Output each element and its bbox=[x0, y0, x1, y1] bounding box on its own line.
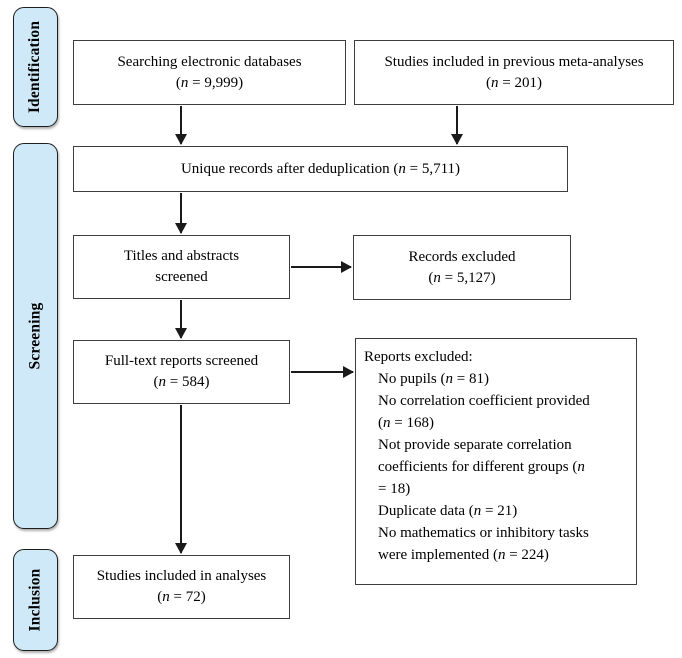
stage-identification-label: Identification bbox=[26, 20, 44, 114]
box-searching-databases: Searching electronic databases (n = 9,99… bbox=[73, 40, 346, 105]
box-unique-records: Unique records after deduplication (n = … bbox=[73, 146, 568, 192]
reports-excluded-heading: Reports excluded: bbox=[364, 349, 473, 365]
box-previous-meta-analyses: Studies included in previous meta-analys… bbox=[354, 40, 674, 105]
stage-screening: Screening bbox=[13, 143, 58, 529]
box-included-analyses-text: Studies included in analyses (n = 72) bbox=[96, 568, 267, 605]
stage-inclusion: Inclusion bbox=[13, 549, 58, 651]
box-unique-records-text: Unique records after deduplication (n = … bbox=[180, 160, 461, 177]
box-titles-abstracts-screened-text: Titles and abstracts screened bbox=[123, 248, 240, 285]
reports-excluded-item: Duplicate data (n = 21) bbox=[378, 503, 518, 519]
box-searching-databases-text: Searching electronic databases (n = 9,99… bbox=[117, 53, 302, 91]
stage-screening-label: Screening bbox=[26, 302, 44, 370]
box-records-excluded: Records excluded (n = 5,127) bbox=[353, 235, 571, 300]
box-included-analyses: Studies included in analyses (n = 72) bbox=[73, 555, 290, 619]
stage-inclusion-label: Inclusion bbox=[26, 568, 44, 632]
box-fulltext-screened-text: Full-text reports screened (n = 584) bbox=[104, 353, 259, 390]
reports-excluded-item: No pupils (n = 81) bbox=[378, 371, 489, 387]
reports-excluded-item: No correlation coefficient provided (n =… bbox=[378, 393, 590, 431]
box-records-excluded-text: Records excluded (n = 5,127) bbox=[408, 248, 516, 286]
box-previous-meta-analyses-text: Studies included in previous meta-analys… bbox=[384, 53, 644, 91]
reports-excluded-item: No mathematics or inhibitory tasks were … bbox=[378, 525, 589, 563]
reports-excluded-item: Not provide separate correlation coeffic… bbox=[378, 437, 585, 497]
box-reports-excluded: Reports excluded: No pupils (n = 81) No … bbox=[355, 338, 637, 585]
stage-identification: Identification bbox=[13, 7, 58, 127]
box-titles-abstracts-screened: Titles and abstracts screened bbox=[73, 235, 290, 299]
box-fulltext-screened: Full-text reports screened (n = 584) bbox=[73, 340, 290, 404]
